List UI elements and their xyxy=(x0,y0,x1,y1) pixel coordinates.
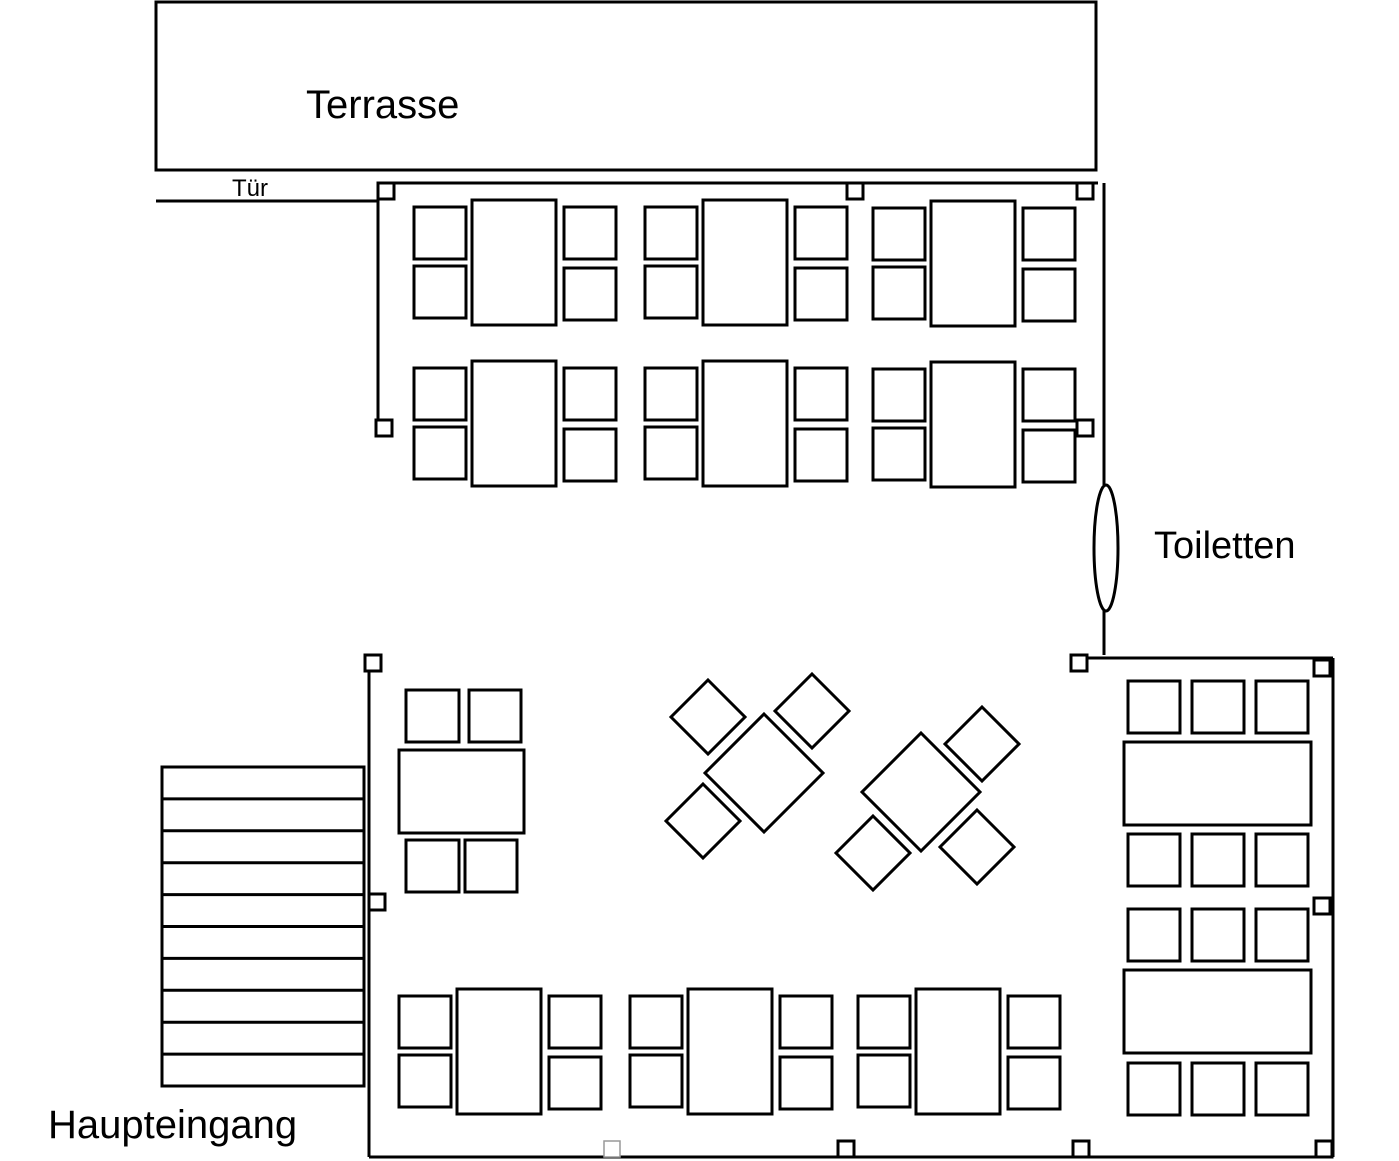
chair xyxy=(628,994,684,1050)
chair xyxy=(663,781,743,861)
chair xyxy=(1190,832,1246,888)
column-post xyxy=(603,1140,621,1158)
chair xyxy=(397,994,453,1050)
table xyxy=(470,359,558,488)
terrace-area xyxy=(154,0,1098,172)
chair xyxy=(547,994,603,1050)
chair xyxy=(871,206,927,262)
chair xyxy=(562,366,618,422)
chair xyxy=(1021,206,1077,262)
chair xyxy=(1190,679,1246,735)
chair xyxy=(793,266,849,322)
chair xyxy=(397,1053,453,1109)
chair xyxy=(404,688,461,744)
columns xyxy=(363,181,1334,1159)
column-post xyxy=(836,1139,856,1159)
chair xyxy=(1021,367,1077,423)
chair xyxy=(562,205,618,261)
entrance-stairs xyxy=(160,765,366,1088)
table xyxy=(702,711,826,835)
chair xyxy=(856,1053,912,1109)
chair xyxy=(793,427,849,483)
column-post xyxy=(1075,418,1095,438)
chair xyxy=(778,1055,834,1111)
chair xyxy=(833,813,913,893)
table xyxy=(701,198,789,327)
chair xyxy=(412,425,468,481)
walls xyxy=(367,181,1335,1159)
chair xyxy=(628,1053,684,1109)
chair xyxy=(1006,994,1062,1050)
chair xyxy=(778,994,834,1050)
terrace-label: Terrasse xyxy=(306,83,459,127)
chair xyxy=(643,366,699,422)
chair xyxy=(942,704,1022,784)
column-post xyxy=(1314,1139,1334,1159)
chair xyxy=(1021,267,1077,323)
table xyxy=(1122,968,1313,1055)
chair xyxy=(1021,428,1077,484)
table xyxy=(929,199,1017,328)
chair xyxy=(562,266,618,322)
chair xyxy=(562,427,618,483)
chair xyxy=(1190,907,1246,963)
table xyxy=(701,359,789,488)
table xyxy=(914,987,1002,1116)
chair xyxy=(1126,907,1182,963)
table xyxy=(686,987,774,1116)
column-post xyxy=(1071,1139,1091,1159)
column-post xyxy=(367,892,387,912)
chair xyxy=(643,205,699,261)
chair xyxy=(467,688,523,744)
column-post xyxy=(374,418,394,438)
chair xyxy=(412,264,468,320)
chair xyxy=(772,671,852,751)
chair xyxy=(1006,1055,1062,1111)
table xyxy=(470,198,558,327)
table xyxy=(859,730,983,854)
door-label: Tür xyxy=(232,175,268,202)
chair xyxy=(1126,1061,1182,1117)
column-post xyxy=(845,181,865,201)
column-post xyxy=(1069,653,1089,673)
furniture xyxy=(397,198,1313,1117)
chair xyxy=(643,425,699,481)
chair xyxy=(871,426,927,482)
chair xyxy=(793,205,849,261)
toilet-door xyxy=(1092,483,1120,613)
chair xyxy=(412,205,468,261)
chair xyxy=(463,838,519,894)
column-post xyxy=(1312,658,1332,678)
column-post xyxy=(1312,896,1332,916)
chair xyxy=(1254,907,1310,963)
chair xyxy=(547,1055,603,1111)
chair xyxy=(871,265,927,321)
chair xyxy=(1126,679,1182,735)
chair xyxy=(643,264,699,320)
toilets-label: Toiletten xyxy=(1154,525,1296,567)
column-post xyxy=(376,181,396,201)
column-post xyxy=(363,653,383,673)
table xyxy=(1122,740,1313,827)
table xyxy=(929,360,1017,489)
chair xyxy=(1254,679,1310,735)
table xyxy=(455,987,543,1116)
chair xyxy=(668,677,748,757)
chair xyxy=(856,994,912,1050)
chair xyxy=(793,366,849,422)
chair xyxy=(1254,832,1310,888)
chair xyxy=(1254,1061,1310,1117)
chair xyxy=(1126,832,1182,888)
table xyxy=(397,748,526,835)
chair xyxy=(937,807,1017,887)
main-entrance-label: Haupteingang xyxy=(48,1103,297,1147)
chair xyxy=(404,838,461,894)
chair xyxy=(871,367,927,423)
column-post xyxy=(1075,181,1095,201)
chair xyxy=(412,366,468,422)
chair xyxy=(1190,1061,1246,1117)
